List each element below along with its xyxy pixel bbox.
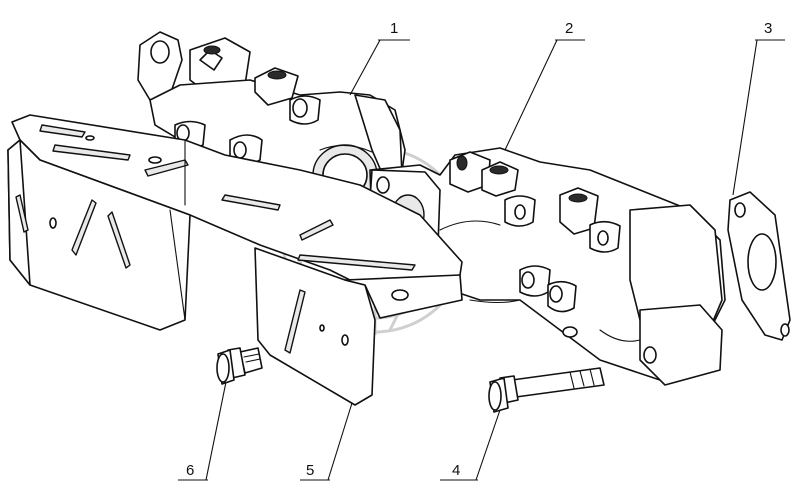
part-5-heat-shield xyxy=(7,114,463,406)
callout-1: 1 xyxy=(390,20,398,37)
part-2-exhaust-manifold-front xyxy=(367,147,726,386)
leader-1 xyxy=(349,39,410,96)
leader-2 xyxy=(504,39,585,151)
callout-6: 6 xyxy=(186,462,194,479)
callout-2: 2 xyxy=(565,20,573,37)
part-6-flange-bolt-short xyxy=(216,347,263,385)
callout-4: 4 xyxy=(452,462,460,479)
part-4-flange-bolt-long xyxy=(488,367,605,413)
callout-3: 3 xyxy=(764,20,772,37)
part-3-gasket xyxy=(727,191,791,341)
callout-5: 5 xyxy=(306,462,314,479)
leader-5 xyxy=(300,402,353,481)
leader-3 xyxy=(732,39,785,196)
leader-6 xyxy=(178,381,227,481)
leader-4 xyxy=(440,409,501,481)
leader-lines xyxy=(178,39,785,481)
callout-numbers: 1 2 3 4 5 6 xyxy=(186,20,772,479)
